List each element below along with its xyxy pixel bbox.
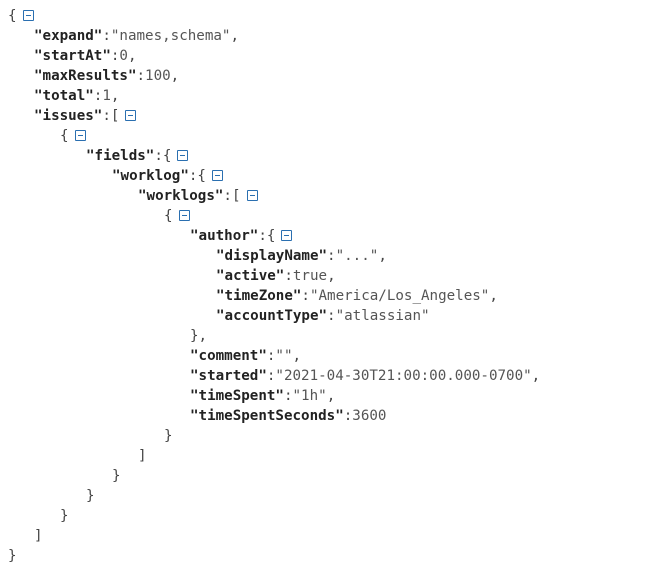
json-line-worklog: "worklog":{	[0, 166, 650, 186]
brace-open: {	[60, 128, 69, 144]
json-line-root-open: {	[0, 6, 650, 26]
key-timeZone: "timeZone"	[216, 288, 302, 304]
value-started: "2021-04-30T21:00:00.000-0700"	[275, 368, 532, 384]
json-line-issues-close: ]	[0, 526, 650, 546]
json-line-fields: "fields":{	[0, 146, 650, 166]
key-worklog: "worklog"	[112, 168, 189, 184]
json-line-timeSpent: "timeSpent":"1h",	[190, 388, 336, 404]
json-line-worklog-item-close: }	[0, 426, 650, 446]
json-line-fields-close: }	[0, 486, 650, 506]
json-line-comment: "comment":"",	[190, 348, 302, 364]
brace-close: }	[112, 468, 121, 484]
json-line-started: "started":"2021-04-30T21:00:00.000-0700"…	[190, 368, 541, 384]
json-line-issue-open: {	[0, 126, 650, 146]
key-total: "total"	[34, 88, 94, 104]
json-line-root-close: }	[0, 546, 650, 566]
value-timeZone: "America/Los_Angeles"	[309, 288, 490, 304]
json-line-author-close: },	[0, 326, 650, 346]
key-accountType: "accountType"	[216, 308, 328, 324]
key-expand: "expand"	[34, 28, 103, 44]
collapse-issues-icon[interactable]	[125, 109, 137, 121]
json-line-startAt: "startAt":0,	[34, 48, 137, 64]
json-line-accountType: "accountType":"atlassian"	[216, 308, 430, 324]
value-maxResults: 100	[145, 68, 171, 84]
key-fields: "fields"	[86, 148, 155, 164]
value-accountType: "atlassian"	[335, 308, 430, 324]
value-active: true	[292, 268, 328, 284]
collapse-worklog-icon[interactable]	[211, 169, 223, 181]
value-startAt: 0	[119, 48, 128, 64]
key-worklogs: "worklogs"	[138, 188, 224, 204]
key-active: "active"	[216, 268, 285, 284]
collapse-worklogs-icon[interactable]	[246, 189, 258, 201]
json-line-total: "total":1,	[34, 88, 120, 104]
json-line-expand: "expand":"names,schema",	[34, 28, 240, 44]
json-line-issue-close: }	[0, 506, 650, 526]
collapse-root-icon[interactable]	[22, 9, 34, 21]
brace-close: }	[8, 548, 17, 564]
brace-open: {	[8, 8, 17, 24]
value-timeSpent: "1h"	[292, 388, 327, 404]
json-line-displayName: "displayName":"...",	[216, 248, 387, 264]
key-started: "started"	[190, 368, 267, 384]
json-line-worklog-item-open: {	[0, 206, 650, 226]
brace-open: {	[164, 208, 173, 224]
collapse-fields-icon[interactable]	[177, 149, 189, 161]
key-timeSpent: "timeSpent"	[190, 388, 284, 404]
brace-close: }	[164, 428, 173, 444]
bracket-close: ]	[34, 528, 43, 544]
value-timeSpentSeconds: 3600	[352, 408, 387, 424]
key-timeSpentSeconds: "timeSpentSeconds"	[190, 408, 344, 424]
key-comment: "comment"	[190, 348, 267, 364]
json-line-timeZone: "timeZone":"America/Los_Angeles",	[216, 288, 498, 304]
json-line-worklog-close: }	[0, 466, 650, 486]
collapse-issue-icon[interactable]	[74, 129, 86, 141]
value-total: 1	[102, 88, 111, 104]
brace-close: }	[86, 488, 95, 504]
value-displayName: "..."	[335, 248, 379, 264]
key-author: "author"	[190, 228, 259, 244]
json-line-active: "active":true,	[216, 268, 336, 284]
brace-close: },	[190, 328, 208, 344]
json-line-issues: "issues":[	[0, 106, 650, 126]
key-maxResults: "maxResults"	[34, 68, 137, 84]
brace-close: }	[60, 508, 69, 524]
value-expand: "names,schema"	[110, 28, 231, 44]
json-line-maxResults: "maxResults":100,	[34, 68, 180, 84]
key-displayName: "displayName"	[216, 248, 328, 264]
json-line-author: "author":{	[0, 226, 650, 246]
collapse-worklog-item-icon[interactable]	[178, 209, 190, 221]
bracket-close: ]	[138, 448, 147, 464]
key-issues: "issues"	[34, 108, 103, 124]
json-line-worklogs-close: ]	[0, 446, 650, 466]
key-startAt: "startAt"	[34, 48, 111, 64]
json-line-worklogs: "worklogs":[	[0, 186, 650, 206]
value-comment: ""	[275, 348, 293, 364]
json-viewer: { "expand":"names,schema", "startAt":0, …	[0, 6, 650, 566]
collapse-author-icon[interactable]	[281, 229, 293, 241]
json-line-timeSpentSeconds: "timeSpentSeconds":3600	[190, 408, 387, 424]
